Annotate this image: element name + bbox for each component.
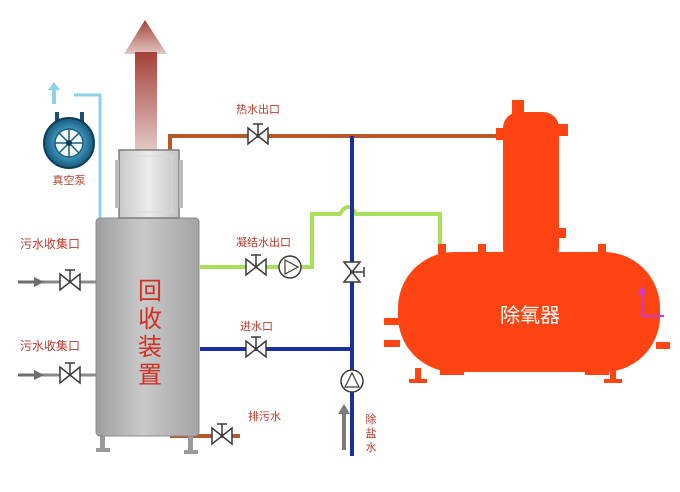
deaerator-head-column (503, 112, 559, 264)
recovery-device-label-2: 收 (138, 305, 162, 333)
drain-valve-icon[interactable] (211, 423, 233, 446)
sewage-inlet-arrow-2-icon (34, 370, 44, 380)
hot-water-pipe (168, 134, 512, 152)
recovery-device-label-3: 装 (138, 333, 162, 361)
sewage-inlet-valve-1-icon[interactable] (59, 269, 81, 292)
desalinated-water-label-2: 盐 (366, 427, 377, 440)
hot-water-outlet-label: 热水出口 (236, 102, 280, 116)
sewage-inlet-valve-2-icon[interactable] (59, 362, 81, 385)
recovery-device-hood (118, 149, 180, 219)
desalinated-water-arrow-icon (338, 404, 350, 450)
condensate-pump-icon[interactable] (278, 255, 302, 279)
sewage-inlet-label-2: 污水收集口 (20, 338, 80, 353)
hot-water-valve-icon[interactable] (247, 123, 269, 146)
exhaust-arrow (124, 20, 167, 150)
condensate-outlet-label: 凝结水出口 (236, 235, 291, 249)
recovery-device (95, 149, 200, 454)
vacuum-pump-icon (43, 112, 95, 169)
drain-label: 排污水 (248, 409, 281, 423)
sewage-inlet-arrow-1-icon (34, 277, 44, 287)
vacuum-pipe (74, 93, 102, 218)
deaerator-outlet-icon (641, 290, 664, 317)
sewage-inlet-label-1: 污水收集口 (20, 236, 80, 251)
exhaust-arrow-shaft (135, 52, 157, 150)
vacuum-arrow-icon (48, 82, 60, 104)
deaerator-label: 除氧器 (500, 303, 560, 327)
recovery-device-label-1: 回 (138, 277, 162, 305)
exhaust-arrow-head (124, 20, 167, 54)
deaerator-drum (398, 252, 660, 372)
desalinated-water-label-1: 除 (366, 412, 377, 426)
recovery-device-legs-right (188, 430, 193, 454)
deaerator (384, 100, 670, 383)
recovery-device-label-4: 置 (138, 361, 162, 389)
recovery-device-legs-left (100, 430, 105, 452)
water-supply-pump-icon[interactable] (340, 369, 364, 393)
water-inlet-valve-icon[interactable] (245, 336, 267, 359)
condensate-pipe (200, 205, 442, 269)
vertical-main-valve-icon[interactable] (342, 261, 365, 283)
water-inlet-label: 进水口 (240, 320, 273, 333)
vacuum-pump-label: 真空泵 (53, 173, 86, 187)
desalinated-water-label-3: 水 (366, 441, 377, 454)
condensate-valve-icon[interactable] (245, 254, 267, 277)
